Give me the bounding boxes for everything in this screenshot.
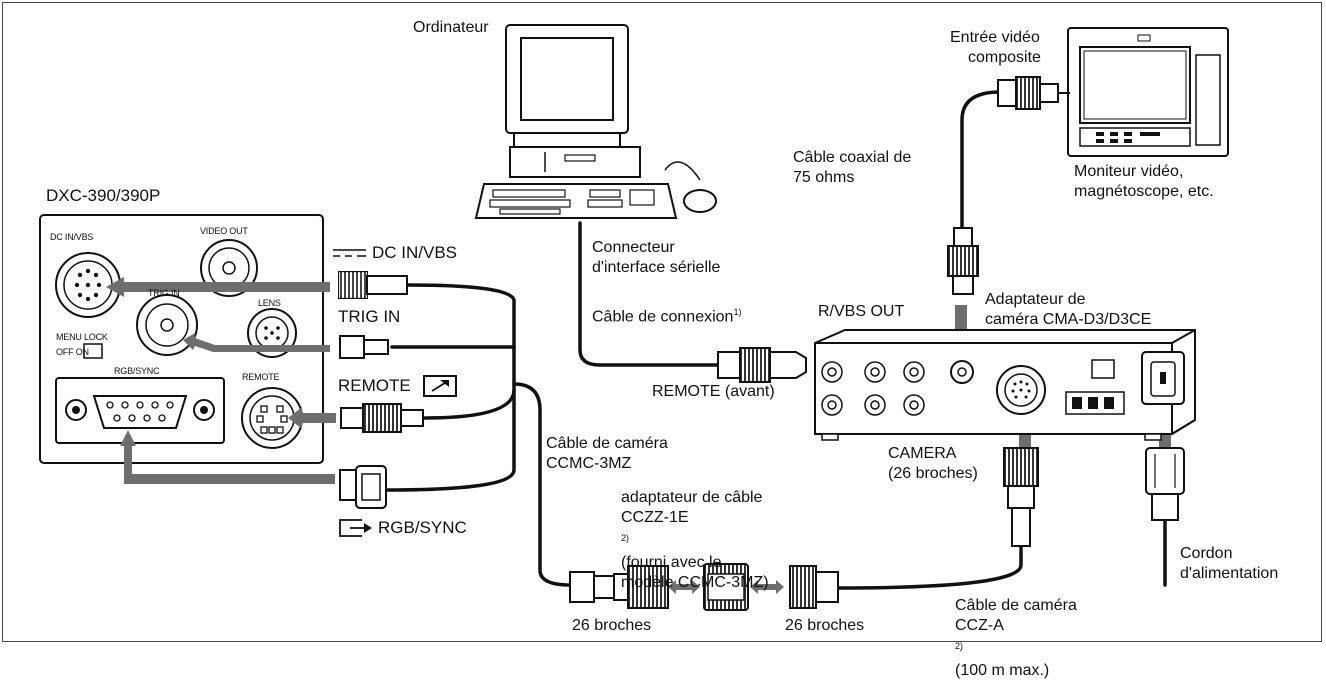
panel-remote-label: REMOTE — [242, 372, 280, 382]
camera-adapter-unit — [814, 329, 1196, 441]
rgb-output-icon — [339, 519, 372, 537]
connection-cable-label: Câble de connexion1) — [592, 307, 742, 326]
connection-diagram — [39, 24, 1229, 611]
coax-bnc-plug — [947, 227, 979, 295]
rgb-sync-connector-label: RGB/SYNC — [378, 518, 467, 537]
ccz-26pin-plug — [789, 565, 839, 609]
panel-video-out-label: VIDEO OUT — [200, 226, 248, 236]
camera-26pin-label: CAMERA(26 broches) — [888, 445, 978, 482]
trig-in-connector-label: TRIG IN — [338, 307, 401, 326]
trig-cable-plug — [339, 335, 389, 359]
computer-icon — [505, 24, 641, 178]
remote-front-label: REMOTE (avant) — [652, 383, 775, 400]
panel-lens-label: LENS — [258, 298, 281, 308]
mouse-icon — [664, 161, 717, 213]
menu-lock-switch — [83, 343, 103, 359]
rvbs-out-label: R/VBS OUT — [818, 303, 905, 320]
panel-dc-in-label: DC IN/VBS — [50, 232, 94, 242]
panel-off-on-label: OFF ON — [56, 347, 89, 357]
mating-arrows — [668, 580, 784, 594]
computer-label: Ordinateur — [413, 19, 489, 36]
dc-symbol-icon — [333, 249, 366, 257]
remote-arrow-icon — [423, 375, 457, 397]
panel-rgb-sync-label: RGB/SYNC — [114, 366, 160, 376]
keyboard-icon — [474, 183, 678, 219]
monitor-label: Moniteur vidéo,magnétoscope, etc. — [1074, 163, 1214, 200]
cables — [386, 90, 1167, 590]
rgb-cable-plug — [339, 465, 387, 509]
camera-rear-panel — [39, 214, 324, 464]
panel-menu-lock-label: MENU LOCK — [56, 332, 108, 342]
dc-in-connector-label: DC IN/VBS — [372, 243, 458, 262]
power-plug — [1145, 447, 1185, 521]
monitor-icon — [1067, 27, 1229, 157]
composite-bnc-plug — [997, 76, 1070, 110]
pins-right-label: 26 broches — [785, 617, 865, 634]
remote-connector-label: REMOTE — [338, 376, 411, 395]
camera-model-label: DXC-390/390P — [46, 186, 161, 205]
pins-left-label: 26 broches — [572, 617, 652, 634]
remote-cable-plug — [340, 403, 424, 433]
diagram-frame — [2, 2, 1322, 642]
remote-front-plug — [717, 347, 807, 383]
cable-adapter-body — [703, 563, 749, 611]
camera-26pin-plug — [1003, 447, 1039, 547]
panel-trig-in-label: TRIG IN — [148, 288, 180, 298]
dc-cable-plug — [338, 271, 408, 299]
rgb-sync-port — [92, 395, 188, 429]
